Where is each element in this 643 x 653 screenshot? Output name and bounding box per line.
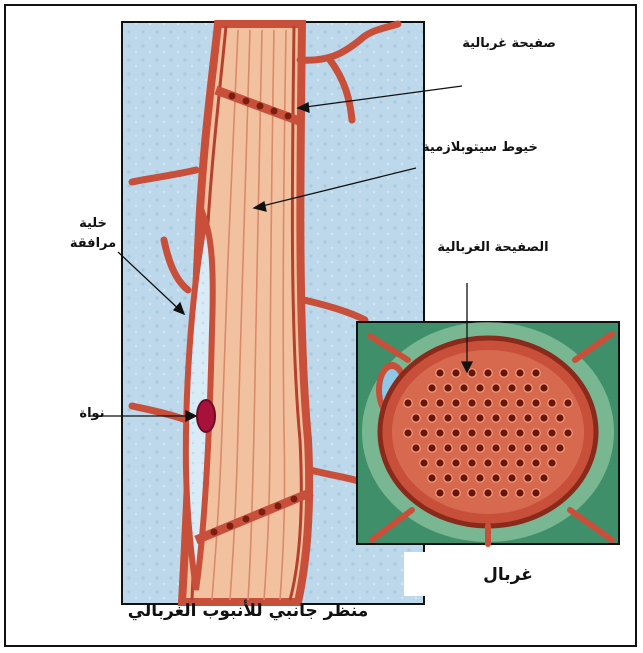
sieve-pore bbox=[508, 414, 516, 422]
sieve-pore bbox=[428, 474, 436, 482]
sieve-plate-inset bbox=[357, 322, 619, 544]
sieve-pore bbox=[404, 399, 412, 407]
sieve-pore bbox=[468, 399, 476, 407]
sieve-pore bbox=[508, 384, 516, 392]
sieve-pore bbox=[524, 384, 532, 392]
sieve-pore bbox=[444, 414, 452, 422]
sieve-pore bbox=[500, 489, 508, 497]
sieve-pore bbox=[460, 444, 468, 452]
sieve-pore bbox=[452, 489, 460, 497]
sieve-pore bbox=[500, 429, 508, 437]
sieve-pore bbox=[444, 444, 452, 452]
sieve-pore bbox=[476, 414, 484, 422]
sieve-pore bbox=[460, 384, 468, 392]
sieve-pore bbox=[516, 399, 524, 407]
sieve-pore bbox=[468, 459, 476, 467]
sieve-pore bbox=[452, 429, 460, 437]
sieve-pore bbox=[460, 414, 468, 422]
sieve-pore bbox=[508, 474, 516, 482]
sieve-pore bbox=[412, 414, 420, 422]
label-main-caption: منظر جانبي للأنبوب الغربالي bbox=[108, 598, 388, 624]
label-companion-cell: خلية مرافقة bbox=[62, 214, 124, 254]
sieve-pore bbox=[524, 474, 532, 482]
sieve-pore bbox=[428, 414, 436, 422]
sieve-pore bbox=[516, 489, 524, 497]
sieve-pore bbox=[532, 489, 540, 497]
sieve-pore bbox=[524, 444, 532, 452]
sieve-pore bbox=[460, 474, 468, 482]
sieve-pore bbox=[452, 399, 460, 407]
sieve-pore bbox=[484, 459, 492, 467]
sieve-pore bbox=[484, 429, 492, 437]
sieve-pore bbox=[436, 429, 444, 437]
sieve-pore bbox=[508, 444, 516, 452]
sieve-pore bbox=[540, 474, 548, 482]
sieve-pore bbox=[420, 429, 428, 437]
sieve-pore bbox=[548, 459, 556, 467]
sieve-pore bbox=[492, 414, 500, 422]
label-sieve-plate-inset: الصفيحة الغربالية bbox=[418, 238, 568, 258]
sieve-pore bbox=[420, 399, 428, 407]
sieve-pore bbox=[452, 459, 460, 467]
sieve-pore bbox=[468, 489, 476, 497]
sieve-pore bbox=[500, 459, 508, 467]
sieve-pore bbox=[500, 369, 508, 377]
sieve-pore bbox=[420, 459, 428, 467]
sieve-pore bbox=[468, 369, 476, 377]
sieve-pore bbox=[452, 369, 460, 377]
sieve-pore bbox=[484, 399, 492, 407]
sieve-pore bbox=[444, 474, 452, 482]
sieve-pore bbox=[540, 384, 548, 392]
sieve-pore bbox=[532, 399, 540, 407]
sieve-pore bbox=[516, 459, 524, 467]
nucleus bbox=[197, 400, 215, 432]
sieve-pore bbox=[476, 384, 484, 392]
sieve-pore bbox=[564, 399, 572, 407]
label-cytoplasmic-strands: خيوط سيتوبلازمية bbox=[410, 138, 550, 158]
sieve-pore bbox=[444, 384, 452, 392]
sieve-pore bbox=[540, 414, 548, 422]
sieve-pore bbox=[484, 369, 492, 377]
sieve-pore bbox=[492, 384, 500, 392]
sieve-pore bbox=[516, 369, 524, 377]
sieve-pore bbox=[476, 444, 484, 452]
sieve-pore bbox=[540, 444, 548, 452]
sieve-pore bbox=[532, 429, 540, 437]
sieve-pore bbox=[556, 414, 564, 422]
label-sieve-caption: غربال bbox=[404, 562, 612, 588]
sieve-pore bbox=[500, 399, 508, 407]
sieve-pore bbox=[516, 429, 524, 437]
sieve-pore bbox=[436, 489, 444, 497]
sieve-pore bbox=[428, 444, 436, 452]
sieve-pore bbox=[436, 459, 444, 467]
sieve-pore bbox=[548, 429, 556, 437]
sieve-pore bbox=[556, 444, 564, 452]
sieve-pore bbox=[532, 369, 540, 377]
sieve-pore bbox=[548, 399, 556, 407]
sieve-pore bbox=[436, 399, 444, 407]
sieve-pore bbox=[412, 444, 420, 452]
label-nucleus: نواة bbox=[70, 404, 114, 424]
label-sieve-plate-top: صفيحة غربالية bbox=[478, 34, 556, 54]
sieve-pore bbox=[492, 474, 500, 482]
sieve-pore bbox=[436, 369, 444, 377]
sieve-pore bbox=[476, 474, 484, 482]
sieve-pore bbox=[468, 429, 476, 437]
sieve-pore bbox=[492, 444, 500, 452]
sieve-pore bbox=[484, 489, 492, 497]
sieve-pore bbox=[564, 429, 572, 437]
sieve-pore bbox=[428, 384, 436, 392]
sieve-pore bbox=[532, 459, 540, 467]
sieve-pore bbox=[404, 429, 412, 437]
sieve-pore bbox=[524, 414, 532, 422]
